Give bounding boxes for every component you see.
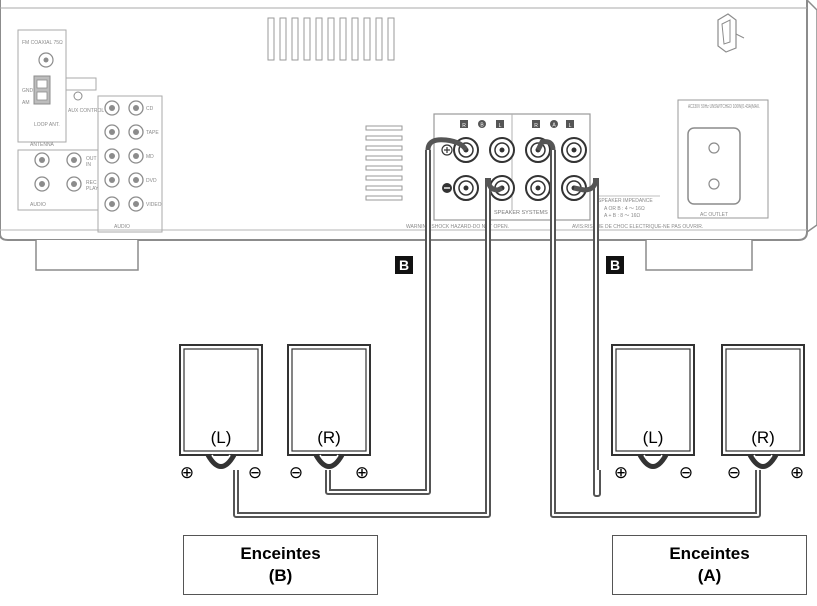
loop-ant-label: LOOP ANT.: [34, 122, 60, 128]
polarity-right: ⊖: [248, 463, 262, 483]
caption-speakers-a: Enceintes (A): [612, 535, 807, 595]
left-audio-jacks: OUT IN REC PLAY AUDIO: [17, 149, 99, 211]
impedance-line-2: A + B : 8 ～ 16Ω: [604, 213, 640, 219]
wire-loop: [573, 177, 599, 193]
caption-b-line2: (B): [268, 566, 293, 585]
ac-outlet: AC230V 50Hz UNSWITCHED 100W(0.43A)MAX. A…: [677, 99, 769, 219]
gnd-label: GND: [22, 88, 34, 94]
terminal-letter-1: R: [462, 123, 466, 129]
audio-label-left: AUDIO: [30, 202, 46, 208]
caption-b-line1: Enceintes: [240, 544, 321, 563]
polarity-right: ⊕: [790, 463, 804, 483]
caption-speakers-b: Enceintes (B): [183, 535, 378, 595]
antenna-section: FM COAXIAL 75Ω GND AM LOOP ANT. ANTENNA …: [17, 29, 104, 148]
side-vents: [365, 125, 403, 201]
ac-outlet-label: AC OUTLET: [700, 212, 728, 218]
polarity-left: ⊖: [289, 463, 303, 483]
speaker-label: (L): [211, 428, 232, 447]
left-jack-label-3: REC: [86, 180, 97, 186]
speaker-a-right: (R) ⊖ ⊕: [721, 344, 805, 483]
speaker-systems-label: SPEAKER SYSTEMS: [494, 210, 548, 216]
receiver-rear-panel: [0, 0, 817, 271]
wire-loop: [535, 139, 556, 152]
caption-a-line1: Enceintes: [669, 544, 750, 563]
badge-b-right: B: [606, 256, 624, 274]
ac-outlet-rating: AC230V 50Hz UNSWITCHED 100W(0.43A)MAX.: [688, 104, 760, 110]
speaker-label: (L): [643, 428, 664, 447]
jack-label-4: DVD: [146, 178, 157, 184]
antenna-label: ANTENNA: [30, 142, 55, 148]
left-jack-label-4: PLAY: [86, 186, 99, 192]
polarity-left: ⊕: [180, 463, 194, 483]
polarity-right: ⊖: [679, 463, 693, 483]
terminal-letter-4: R: [534, 123, 538, 129]
foot-right: [645, 240, 753, 271]
jack-label-5: VIDEO: [146, 202, 162, 208]
foot-left: [35, 240, 139, 271]
svg-text:B: B: [610, 257, 620, 273]
impedance-line-1: A OR B : 4 ～ 16Ω: [604, 206, 645, 212]
speaker-b-left: (L) ⊕ ⊖: [179, 344, 263, 483]
speaker-a-left: (L) ⊕ ⊖: [611, 344, 695, 483]
left-jack-label-2: IN: [86, 162, 91, 168]
terminal-letter-5: A: [552, 123, 556, 129]
warning-text: WARNING:SHOCK HAZARD-DO NOT OPEN.: [406, 224, 509, 230]
terminal-letter-2: B: [480, 123, 484, 129]
ground-clip-icon: [717, 13, 745, 53]
badge-b-left: B: [395, 256, 413, 274]
left-jack-label-1: OUT: [86, 156, 97, 162]
top-vents: [267, 17, 395, 61]
terminal-letter-3: L: [499, 123, 502, 129]
aux-control-label: AUX CONTROL: [68, 108, 104, 114]
jack-label-2: TAPE: [146, 130, 159, 136]
right-audio-jacks: CD TAPE MD DVD VIDEO AUDIO: [97, 95, 163, 233]
wire-loop: [425, 137, 469, 152]
impedance-title: SPEAKER IMPEDANCE: [598, 198, 653, 204]
terminal-letter-6: L: [569, 123, 572, 129]
avis-text: AVIS:RISQUE DE CHOC ELECTRIQUE-NE PAS OU…: [572, 224, 703, 230]
svg-text:B: B: [399, 257, 409, 273]
polarity-left: ⊕: [614, 463, 628, 483]
impedance-info: SPEAKER IMPEDANCE A OR B : 4 ～ 16Ω A + B…: [596, 195, 660, 219]
am-label: AM: [22, 100, 30, 106]
wire-loop: [485, 177, 504, 193]
jack-label-3: MD: [146, 154, 154, 160]
jack-label-1: CD: [146, 106, 154, 112]
speaker-label: (R): [317, 428, 341, 447]
polarity-left: ⊖: [727, 463, 741, 483]
audio-label-right: AUDIO: [114, 224, 130, 230]
polarity-right: ⊕: [355, 463, 369, 483]
speaker-b-right: (R) ⊖ ⊕: [287, 344, 371, 483]
fm-label: FM COAXIAL 75Ω: [22, 40, 63, 46]
speaker-label: (R): [751, 428, 775, 447]
caption-a-line2: (A): [697, 566, 722, 585]
